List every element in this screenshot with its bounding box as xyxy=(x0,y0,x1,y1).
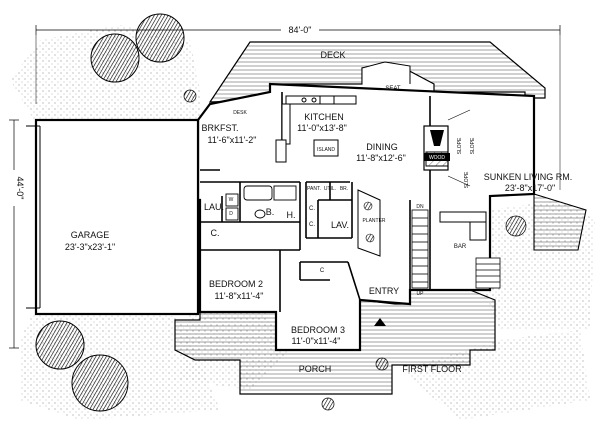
tree-icon xyxy=(35,13,527,412)
bath-fixtures xyxy=(225,185,297,221)
hall-label: H. xyxy=(287,210,296,220)
pantry-label: PANT. xyxy=(307,186,321,192)
bedroom2-size: 11'-8"x11'-4" xyxy=(214,291,263,301)
wood-label: WOOD xyxy=(429,155,445,161)
slope-label-left: SLOPE xyxy=(457,137,463,154)
fireplace xyxy=(423,109,471,187)
island-label: ISLAND xyxy=(317,147,335,153)
kitchen-island xyxy=(313,139,339,157)
slope-label-lower: SLOPE xyxy=(464,171,470,188)
breakfast-size: 11'-6"x11'-2" xyxy=(207,135,256,145)
entry-arrow-icon xyxy=(374,318,386,326)
dimension-depth: 44'-0" xyxy=(8,119,25,349)
floor-label: FIRST FLOOR xyxy=(402,364,462,374)
broom-label: BR. xyxy=(340,186,348,192)
breakfast-label: BRKFST. xyxy=(201,123,238,133)
seat-label: SEAT xyxy=(385,86,401,92)
side-deck xyxy=(533,193,587,251)
exterior-steps xyxy=(475,257,501,289)
bath-label: B. xyxy=(266,207,275,217)
bedroom2-label: BEDROOM 2 xyxy=(209,279,263,289)
stairs-down-label: DN xyxy=(416,204,424,210)
garage: GARAGE 23'-3"x23'-1" xyxy=(26,118,200,316)
bedroom3-size: 11'-0"x11'-4" xyxy=(291,336,340,346)
stairs xyxy=(411,209,429,289)
planter xyxy=(357,189,381,257)
dimension-width: 84'-0" xyxy=(35,25,561,190)
desk-label: DESK xyxy=(233,110,247,116)
lav-label: LAV. xyxy=(331,220,349,230)
bar-label: BAR xyxy=(454,244,467,250)
bedroom3-label: BEDROOM 3 xyxy=(291,325,345,335)
closet-label-2: C. xyxy=(309,206,315,212)
closet-label-3: C. xyxy=(309,222,315,228)
slope-label-right: SLOPE xyxy=(470,137,476,154)
deck-label: DECK xyxy=(320,50,345,60)
garage-size: 23'-3"x23'-1" xyxy=(65,242,115,252)
depth-dimension-label: 44'-0" xyxy=(15,177,25,200)
kitchen-label: KITCHEN xyxy=(304,112,344,122)
planter-label: PLANTER xyxy=(362,218,385,224)
dining-label: DINING xyxy=(366,142,398,152)
porch-label: PORCH xyxy=(299,364,332,374)
interior-walls xyxy=(200,92,431,312)
stairs-up-label: UP xyxy=(417,291,425,297)
closet-label-4: C xyxy=(320,268,325,274)
living-size: 23'-8"x17'-0" xyxy=(505,183,555,193)
closet-label-1: C. xyxy=(211,228,220,238)
width-dimension-label: 84'-0" xyxy=(289,25,312,35)
garage-label: GARAGE xyxy=(71,230,110,240)
washer-label: W xyxy=(229,197,234,203)
deck-area xyxy=(208,41,546,103)
kitchen-size: 11'-0"x13'-8" xyxy=(297,123,347,133)
living-label: SUNKEN LIVING RM. xyxy=(484,172,573,182)
kitchen-counters xyxy=(275,95,357,163)
dining-size: 11'-8"x12'-6" xyxy=(356,153,406,163)
laundry-label: LAU. xyxy=(204,202,224,212)
entry-label: ENTRY xyxy=(369,286,399,296)
utility-label: UTIL. xyxy=(324,186,336,192)
bar-counter xyxy=(439,211,487,241)
dryer-label: D xyxy=(229,211,233,217)
